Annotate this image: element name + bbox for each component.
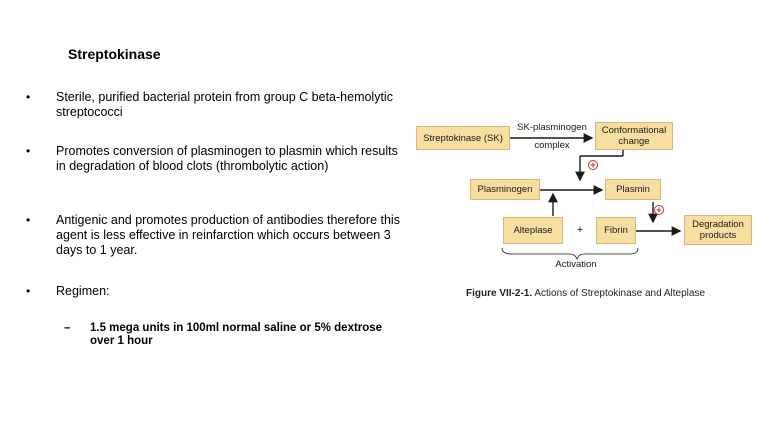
box-conformational-change: Conformational change bbox=[595, 122, 673, 150]
diagram-arrows bbox=[501, 133, 682, 261]
positive-marker-circle bbox=[654, 205, 664, 215]
slide-title: Streptokinase bbox=[68, 46, 161, 62]
sub-bullet-text: 1.5 mega units in 100ml normal saline or… bbox=[90, 322, 383, 347]
box-plasmin: Plasmin bbox=[605, 179, 661, 200]
label-sk-plasminogen: SK-plasminogen bbox=[517, 122, 587, 133]
bullet-glyph: • bbox=[26, 213, 31, 227]
sub-bullet-glyph: – bbox=[64, 322, 71, 334]
box-streptokinase: Streptokinase (SK) bbox=[416, 126, 510, 150]
positive-marker-circle bbox=[588, 160, 598, 170]
caption-number: Figure VII-2-1. bbox=[466, 288, 533, 299]
bullet-glyph: • bbox=[26, 284, 31, 298]
bullet-text: Sterile, purified bacterial protein from… bbox=[56, 90, 393, 119]
bullet-text: Promotes conversion of plasminogen to pl… bbox=[56, 144, 398, 173]
mechanism-diagram: Streptokinase (SK) SK-plasminogen comple… bbox=[412, 118, 762, 308]
figure-caption: Figure VII-2-1. Actions of Streptokinase… bbox=[466, 288, 705, 299]
bullet-glyph: • bbox=[26, 90, 31, 104]
bullet-text: Regimen: bbox=[56, 284, 110, 298]
bullet-text: Antigenic and promotes production of ant… bbox=[56, 213, 400, 257]
activation-brace bbox=[501, 247, 639, 261]
box-fibrin: Fibrin bbox=[596, 217, 636, 244]
label-plus: + bbox=[576, 224, 584, 236]
box-degradation-products: Degradation products bbox=[684, 215, 752, 245]
box-plasminogen: Plasminogen bbox=[470, 179, 540, 200]
caption-text: Actions of Streptokinase and Alteplase bbox=[534, 288, 706, 299]
label-complex: complex bbox=[534, 140, 570, 151]
label-activation: Activation bbox=[555, 259, 597, 270]
box-alteplase: Alteplase bbox=[503, 217, 563, 244]
bullet-glyph: • bbox=[26, 144, 31, 158]
